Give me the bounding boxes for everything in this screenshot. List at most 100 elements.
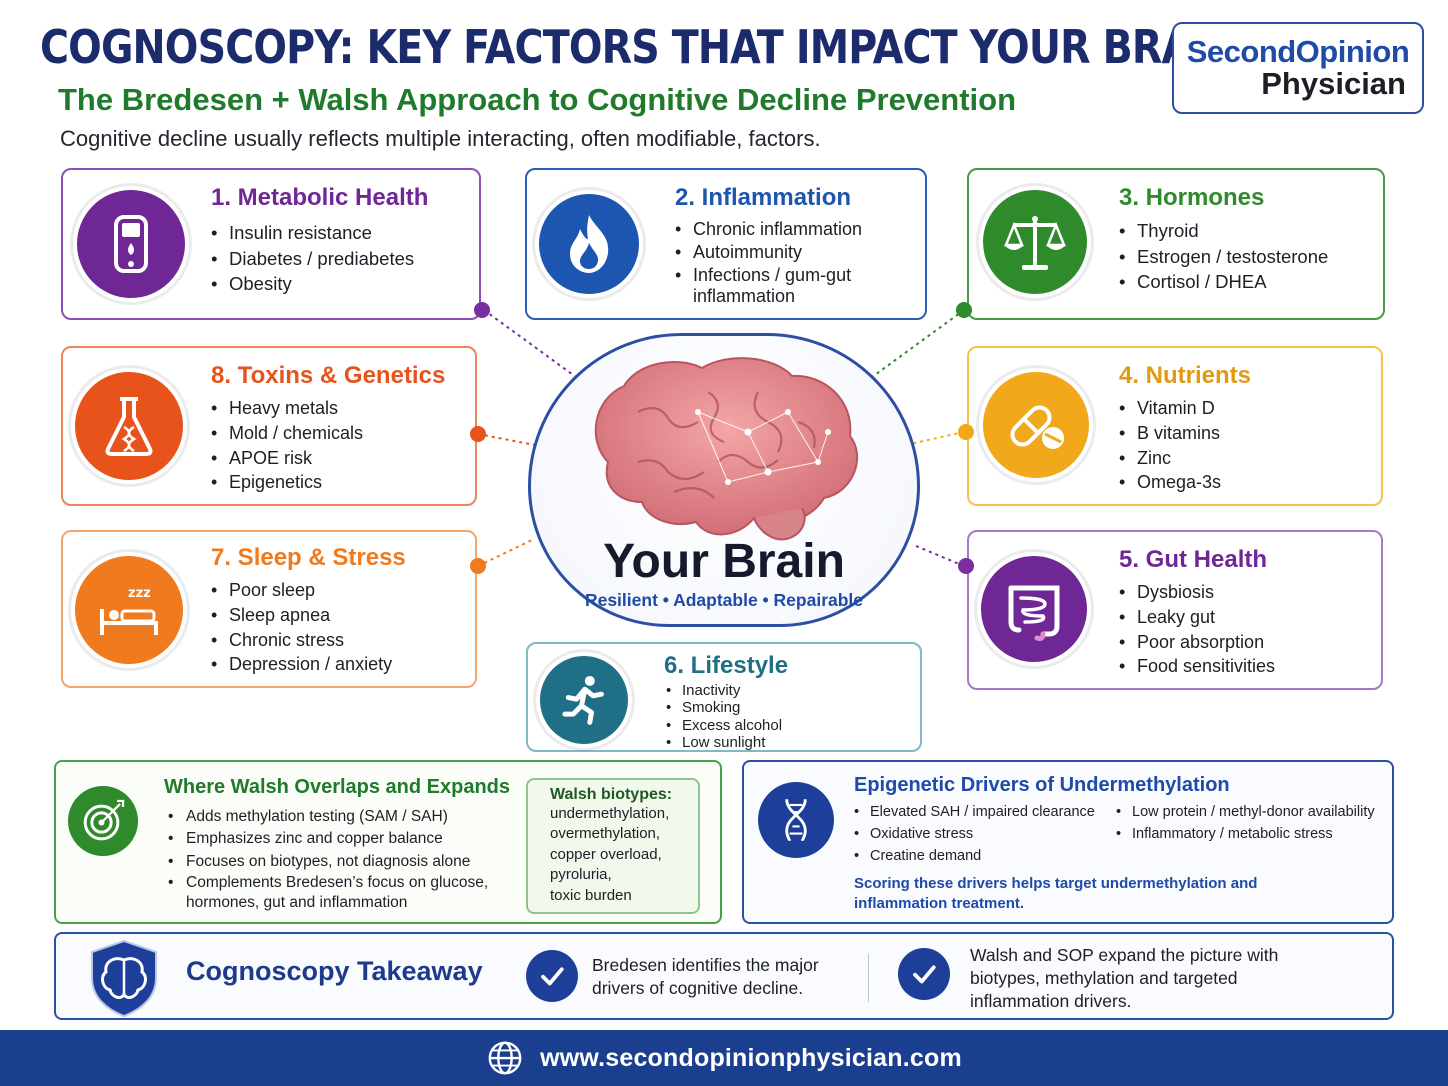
biotype-item: toxic burden (550, 886, 632, 904)
list-item: Creatine demand (854, 846, 1095, 868)
capsule-icon (979, 368, 1093, 482)
globe-icon (486, 1039, 524, 1077)
list-item: Adds methylation testing (SAM / SAH) (168, 806, 528, 829)
factor-title: 8. Toxins & Genetics (211, 362, 446, 389)
divider (868, 954, 869, 1002)
factor-title: 7. Sleep & Stress (211, 544, 406, 571)
brand-logo: SecondOpinion Physician (1172, 22, 1424, 114)
factor-title: 3. Hormones (1119, 184, 1265, 211)
factor-card-inflammation: 2. Inflammation Chronic inflammation Aut… (525, 168, 927, 320)
factor-list: Poor sleep Sleep apnea Chronic stress De… (209, 578, 392, 677)
list-item: B vitamins (1117, 421, 1221, 446)
list-item: Low protein / methyl-donor availability (1116, 802, 1375, 824)
list-item: Poor absorption (1117, 630, 1275, 655)
scales-icon (979, 186, 1091, 298)
takeaway-point-1: Bredesen identifies the major drivers of… (592, 955, 819, 998)
connector-dot (958, 424, 974, 440)
factor-title: 2. Inflammation (675, 184, 852, 211)
biotypes-title: Walsh biotypes: (550, 786, 673, 803)
factor-list: Inactivity Smoking Excess alcohol Low su… (664, 682, 782, 751)
list-item: Omega-3s (1117, 470, 1221, 495)
takeaway-point-2: Walsh and SOP expand the picture with bi… (970, 945, 1279, 1011)
walsh-title: Where Walsh Overlaps and Expands (164, 776, 511, 798)
list-item: Smoking (664, 699, 782, 717)
list-item: Vitamin D (1117, 396, 1221, 421)
factor-list: Chronic inflammation Autoimmunity Infect… (673, 218, 913, 308)
list-item: Leaky gut (1117, 605, 1275, 630)
svg-text:zzz: zzz (128, 586, 151, 601)
list-item: Food sensitivities (1117, 654, 1275, 679)
brain-shield-icon (86, 938, 162, 1018)
takeaway-title: Cognoscopy Takeaway (186, 956, 483, 986)
epigenetic-note: Scoring these drivers helps target under… (854, 875, 1258, 912)
connector-dot (470, 426, 486, 442)
list-item: Excess alcohol (664, 717, 782, 735)
factor-card-lifestyle: 6. Lifestyle Inactivity Smoking Excess a… (526, 642, 922, 752)
connector-dot (956, 302, 972, 318)
takeaway-panel: Cognoscopy Takeaway Bredesen identifies … (54, 932, 1394, 1020)
logo-line2: Physician (1261, 66, 1406, 101)
list-item: Inactivity (664, 682, 782, 700)
factor-card-metabolic: 1. Metabolic Health Insulin resistance D… (61, 168, 481, 320)
list-item: Depression / anxiety (209, 652, 392, 677)
biotypes-box: Walsh biotypes: undermethylation, overme… (526, 778, 700, 914)
biotype-item: overmethylation, (550, 825, 661, 843)
factor-list: Insulin resistance Diabetes / prediabete… (209, 220, 414, 297)
list-item: APOE risk (209, 446, 363, 471)
factor-title: 1. Metabolic Health (211, 184, 429, 211)
center-tagline: Resilient • Adaptable • Repairable (584, 590, 864, 610)
list-item: Poor sleep (209, 578, 392, 603)
connector-dot (474, 302, 490, 318)
list-item: Mold / chemicals (209, 421, 363, 446)
list-item: Insulin resistance (209, 220, 414, 246)
factor-title: 6. Lifestyle (664, 652, 789, 679)
website-link[interactable]: www.secondopinionphysician.com (540, 1043, 962, 1072)
runner-icon (536, 652, 632, 748)
list-item: Autoimmunity (673, 241, 913, 265)
intestine-icon (977, 552, 1091, 666)
factor-card-toxins: 8. Toxins & Genetics Heavy metals Mold /… (61, 346, 477, 506)
list-item: Estrogen / testosterone (1117, 244, 1328, 270)
epigenetic-panel: Epigenetic Drivers of Undermethylation E… (742, 760, 1394, 924)
epigenetic-list-1: Elevated SAH / impaired clearance Oxidat… (854, 802, 1095, 867)
epigenetic-list-2: Low protein / methyl-donor availability … (1116, 802, 1375, 846)
brain-illustration (594, 357, 859, 541)
biotype-item: undermethylation, (550, 805, 670, 822)
walsh-panel: Where Walsh Overlaps and Expands Adds me… (54, 760, 722, 924)
footer-bar: www.secondopinionphysician.com (0, 1030, 1448, 1086)
list-item: Diabetes / prediabetes (209, 246, 414, 272)
factor-list: Dysbiosis Leaky gut Poor absorption Food… (1117, 580, 1275, 679)
list-item: Dysbiosis (1117, 580, 1275, 605)
connector-dot (958, 558, 974, 574)
list-item: Complements Bredesen’s focus on glucose,… (168, 873, 528, 912)
page-title: COGNOSCOPY: KEY FACTORS THAT IMPACT YOUR… (40, 20, 1238, 74)
factor-card-hormones: 3. Hormones Thyroid Estrogen / testoster… (967, 168, 1385, 320)
factor-title: 5. Gut Health (1119, 546, 1268, 573)
list-item: Thyroid (1117, 218, 1328, 244)
biotype-item: pyroluria, (550, 866, 612, 884)
list-item: Low sunlight (664, 734, 782, 752)
list-item: Inflammatory / metabolic stress (1116, 824, 1375, 846)
list-item: Obesity (209, 271, 414, 297)
target-icon (68, 786, 138, 856)
biotype-item: copper overload, (550, 845, 662, 863)
page-subtitle: The Bredesen + Walsh Approach to Cogniti… (58, 82, 1017, 117)
list-item: Sleep apnea (209, 603, 392, 628)
intro-text: Cognitive decline usually reflects multi… (60, 126, 821, 151)
flame-icon (535, 190, 643, 298)
factor-list: Thyroid Estrogen / testosterone Cortisol… (1117, 218, 1328, 295)
factor-card-nutrients: 4. Nutrients Vitamin D B vitamins Zinc O… (967, 346, 1383, 506)
factor-list: Heavy metals Mold / chemicals APOE risk … (209, 396, 363, 495)
logo-line1: SecondOpinion (1186, 34, 1410, 69)
list-item: Epigenetics (209, 470, 363, 495)
list-item: Heavy metals (209, 396, 363, 421)
glucose-meter-icon (73, 186, 189, 302)
list-item: Elevated SAH / impaired clearance (854, 802, 1095, 824)
center-title: Your Brain (603, 535, 845, 588)
walsh-list: Adds methylation testing (SAM / SAH) Emp… (168, 806, 528, 912)
check-icon (526, 950, 578, 1002)
epigenetic-title: Epigenetic Drivers of Undermethylation (854, 774, 1230, 796)
list-item: Chronic inflammation (673, 218, 913, 242)
list-item: Oxidative stress (854, 824, 1095, 846)
flask-dna-icon (71, 368, 187, 484)
